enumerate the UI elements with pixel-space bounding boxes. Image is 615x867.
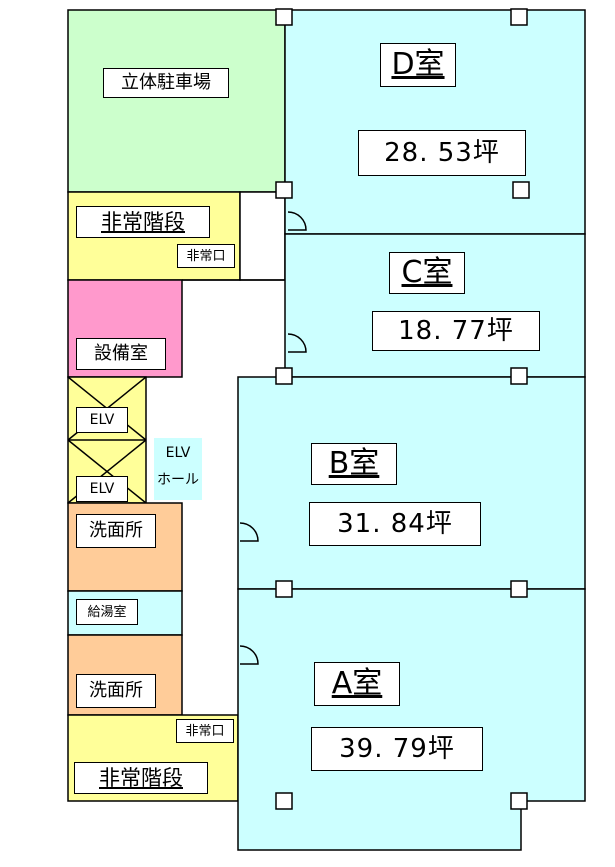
room-d-name: D室	[380, 43, 456, 87]
room-d-area-label: 28. 53坪	[358, 130, 526, 176]
room-a-name: A室	[314, 662, 400, 706]
parking-area	[67, 9, 286, 193]
washroom-lower-label: 洗面所	[76, 674, 156, 708]
stairs-lower-label: 非常階段	[74, 762, 208, 794]
door-b	[239, 522, 259, 542]
elevator-hall-label-1: ELV	[165, 445, 191, 461]
exit-upper-label: 非常口	[177, 244, 235, 268]
corridor-upper	[239, 191, 286, 281]
elevator-lower-label: ELV	[76, 476, 128, 502]
washroom-upper-label: 洗面所	[76, 514, 156, 548]
elevator-hall-area	[154, 438, 202, 500]
kitchenette-label: 給湯室	[76, 599, 138, 625]
room-c-area-label: 18. 77坪	[372, 311, 540, 351]
room-b-area	[237, 376, 586, 590]
room-a-area	[237, 588, 586, 851]
room-b-area-label: 31. 84坪	[309, 502, 481, 546]
exit-lower-label: 非常口	[176, 719, 234, 743]
door-c	[287, 333, 307, 353]
door-d	[287, 211, 307, 231]
door-a	[239, 645, 259, 665]
structural-columns	[275, 8, 530, 810]
stairs-upper-label: 非常階段	[76, 206, 210, 238]
elevator-hall-label-2: ホール	[157, 472, 199, 488]
parking-label: 立体駐車場	[103, 68, 229, 98]
elevator-upper-label: ELV	[76, 407, 128, 433]
room-c-name: C室	[389, 252, 465, 294]
equipment-room-label: 設備室	[76, 338, 166, 370]
room-b-name: B室	[311, 443, 397, 485]
room-a-area-label: 39. 79坪	[311, 727, 483, 771]
